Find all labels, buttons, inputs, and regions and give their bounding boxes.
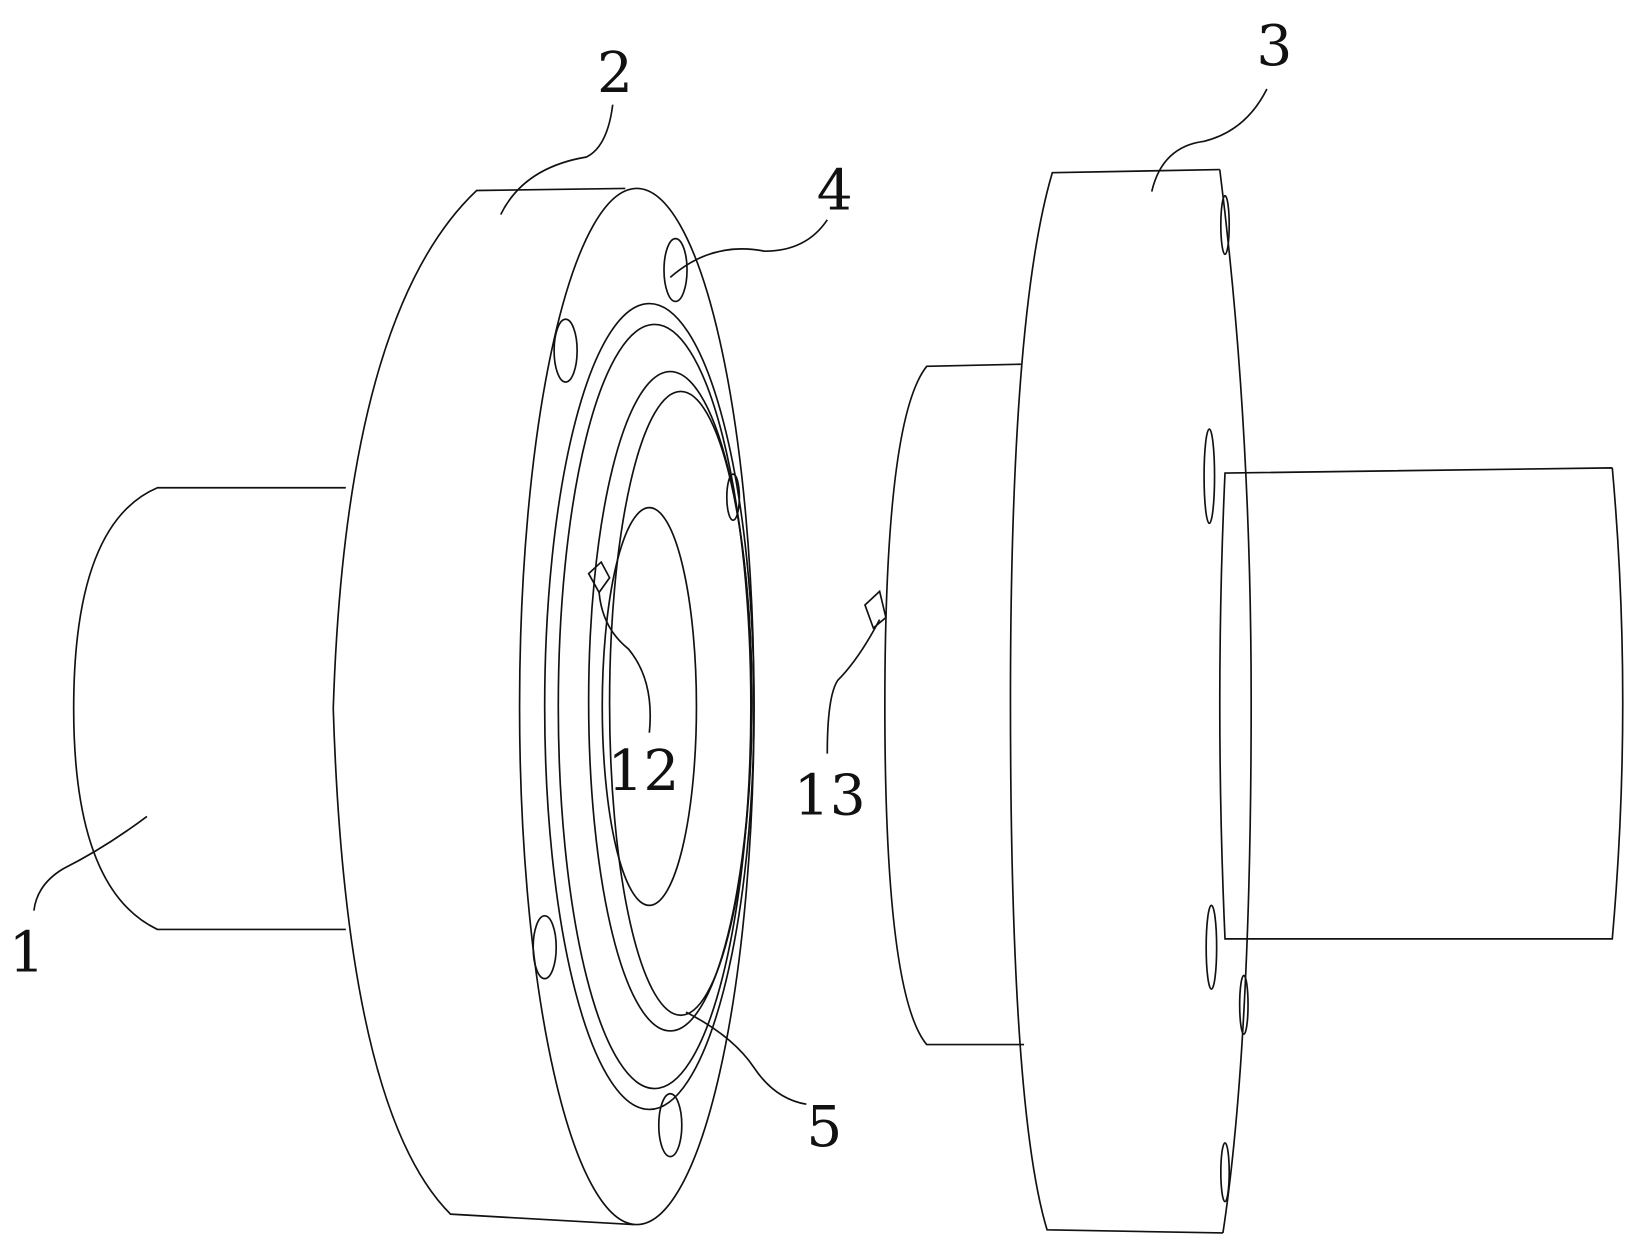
left-flange bbox=[333, 188, 754, 1224]
label-1: 1 bbox=[9, 920, 45, 985]
label-4: 4 bbox=[817, 158, 853, 223]
key-right-shape bbox=[865, 591, 886, 628]
bolt-holes bbox=[533, 239, 739, 1157]
part-labels: 1 2 3 4 5 12 13 bbox=[9, 14, 1293, 1160]
left-pipe bbox=[74, 488, 346, 930]
label-3: 3 bbox=[1256, 14, 1292, 79]
right-flange bbox=[865, 170, 1623, 1233]
label-12: 12 bbox=[607, 739, 679, 804]
leader-lines bbox=[34, 89, 1267, 1104]
label-5: 5 bbox=[806, 1095, 842, 1160]
label-13: 13 bbox=[794, 763, 866, 828]
label-2: 2 bbox=[597, 41, 633, 106]
key-left-shape bbox=[589, 562, 610, 592]
